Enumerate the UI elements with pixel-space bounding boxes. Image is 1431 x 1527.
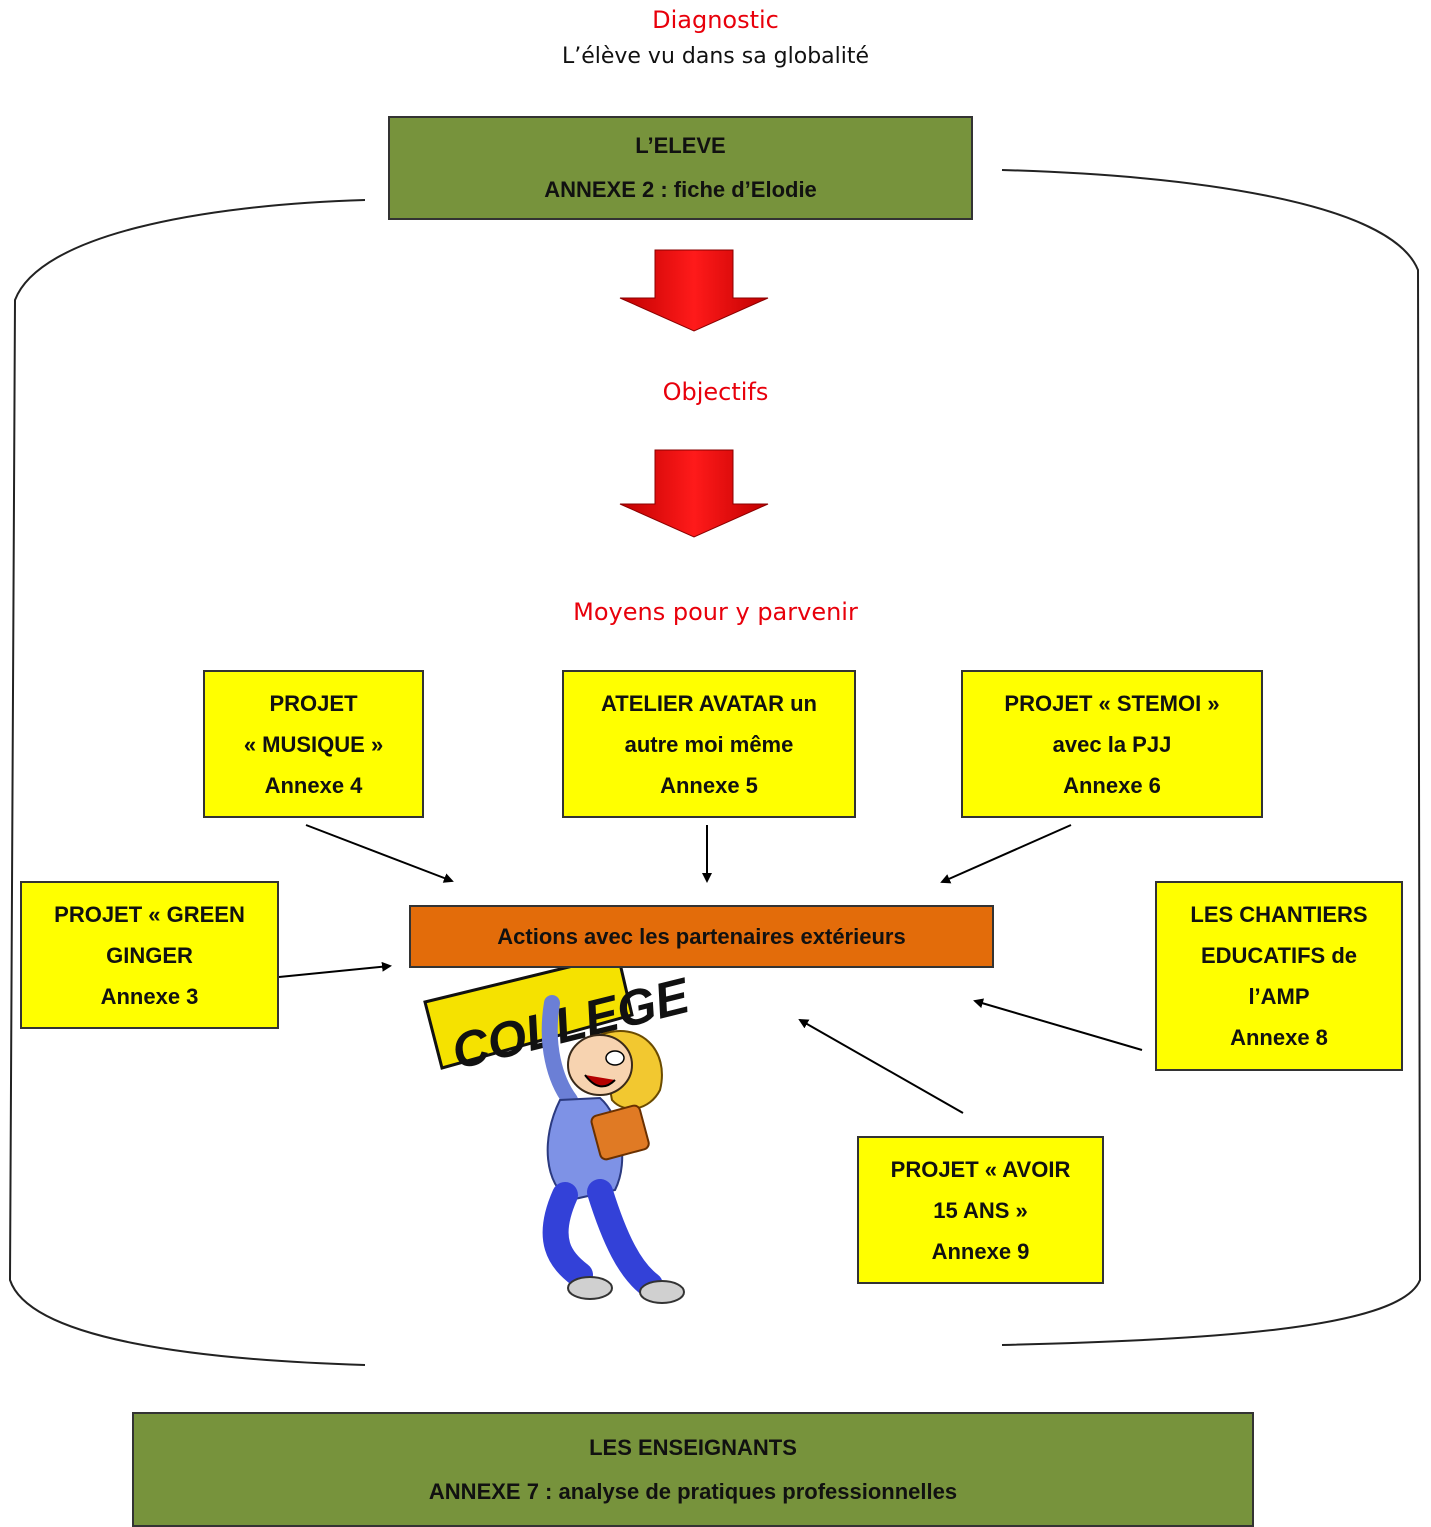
project-musique-annexe: Annexe 4: [264, 772, 363, 798]
atelier-avatar-line1: ATELIER AVATAR un: [601, 690, 817, 716]
project-stemoi-box: PROJET « STEMOI » avec la PJJ Annexe 6: [961, 670, 1263, 818]
project-avoir15-box: PROJET « AVOIR 15 ANS » Annexe 9: [857, 1136, 1104, 1284]
project-stemoi-line1: PROJET « STEMOI »: [1004, 690, 1220, 716]
project-musique-line1: PROJET: [269, 690, 358, 716]
project-green-ginger-box: PROJET « GREEN GINGER Annexe 3: [20, 881, 279, 1029]
student-college-clipart: COLLEGE: [423, 953, 696, 1304]
arrow-chantiers: [973, 998, 1143, 1051]
moyens-heading: Moyens pour y parvenir: [573, 598, 858, 626]
eleve-annexe: ANNEXE 2 : fiche d’Elodie: [544, 177, 817, 202]
atelier-avatar-annexe: Annexe 5: [660, 772, 758, 798]
red-arrow-down-2: [619, 449, 769, 538]
project-musique-box: PROJET « MUSIQUE » Annexe 4: [203, 670, 424, 818]
chantiers-educatifs-box: LES CHANTIERS EDUCATIFS de l’AMP Annexe …: [1155, 881, 1403, 1071]
eleve-title: L’ELEVE: [635, 133, 726, 158]
actions-partenaires-label: Actions avec les partenaires extérieurs: [497, 923, 906, 949]
diagnostic-heading: Diagnostic: [652, 6, 779, 34]
project-green-ginger-line1: PROJET « GREEN: [54, 901, 245, 927]
project-green-ginger-annexe: Annexe 3: [100, 983, 199, 1009]
chantiers-annexe: Annexe 8: [1230, 1025, 1328, 1050]
eleve-box: L’ELEVE ANNEXE 2 : fiche d’Elodie: [388, 116, 973, 220]
diagnostic-subtitle: L’élève vu dans sa globalité: [561, 44, 870, 69]
enseignants-annexe: ANNEXE 7 : analyse de pratiques professi…: [428, 1478, 958, 1504]
chantiers-line1: LES CHANTIERS: [1190, 902, 1368, 927]
cylinder-outline: [8, 169, 1422, 1366]
red-arrow-down-1: [619, 249, 769, 332]
enseignants-title: LES ENSEIGNANTS: [589, 1434, 797, 1460]
chantiers-line2: EDUCATIFS de: [1200, 943, 1358, 968]
project-musique-line2: « MUSIQUE »: [243, 731, 384, 757]
arrow-musique: [305, 824, 454, 883]
arrow-green-ginger: [278, 961, 392, 978]
project-stemoi-annexe: Annexe 6: [1063, 772, 1161, 798]
project-stemoi-line2: avec la PJJ: [1052, 731, 1172, 757]
actions-partenaires-box: Actions avec les partenaires extérieurs: [409, 905, 994, 968]
atelier-avatar-line2: autre moi même: [624, 731, 794, 757]
project-avoir15-line1: PROJET « AVOIR: [890, 1156, 1071, 1182]
project-green-ginger-line2: GINGER: [106, 942, 193, 968]
atelier-avatar-box: ATELIER AVATAR un autre moi même Annexe …: [562, 670, 856, 818]
objectifs-heading: Objectifs: [662, 378, 769, 406]
arrow-avoir15: [798, 1019, 964, 1114]
arrow-stemoi: [940, 824, 1072, 884]
project-avoir15-annexe: Annexe 9: [931, 1238, 1030, 1264]
enseignants-box: LES ENSEIGNANTS ANNEXE 7 : analyse de pr…: [132, 1412, 1254, 1527]
project-avoir15-line2: 15 ANS »: [933, 1197, 1028, 1223]
chantiers-line3: l’AMP: [1248, 984, 1310, 1009]
